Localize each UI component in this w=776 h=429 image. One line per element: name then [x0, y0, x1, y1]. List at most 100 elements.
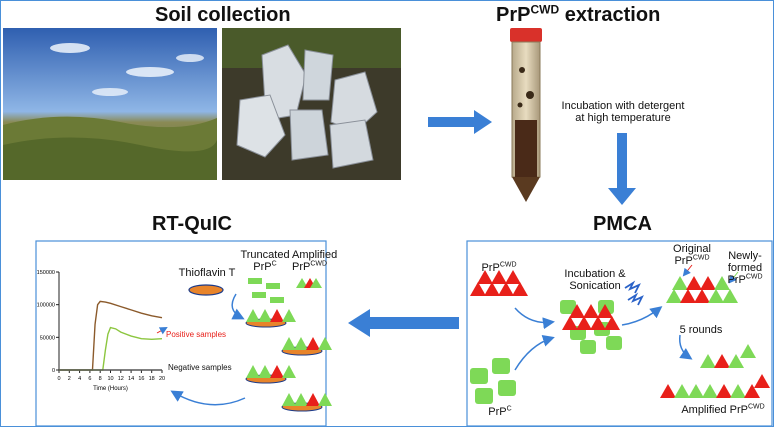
arrow-to-pmca — [608, 133, 636, 205]
series-line — [59, 326, 163, 371]
fibril-triangle — [282, 309, 296, 322]
pmca-prpcwd-label: PrPCWD — [481, 261, 517, 274]
negative-samples-label: Negative samples — [168, 363, 232, 372]
y-tick-label: 0 — [52, 368, 55, 374]
rounds-label: 5 rounds — [679, 324, 723, 336]
x-tick-label: 4 — [78, 376, 81, 382]
fibril-triangle — [246, 365, 260, 378]
prpcwd-triangle — [604, 316, 620, 330]
soil-bags-photo — [222, 28, 401, 180]
pmca-arrow-3 — [621, 306, 663, 326]
positive-pointer — [156, 327, 168, 335]
series-line — [59, 300, 163, 371]
amplified-prpcwd-rt-label: Amplified PrPCWD — [292, 249, 338, 273]
prpc-squares — [470, 358, 516, 404]
newly-triangle — [666, 289, 682, 303]
newly-formed-cluster — [666, 276, 738, 303]
newly-triangle — [714, 276, 730, 290]
amplified-triangle — [688, 384, 704, 398]
prpcwd-triangle — [470, 282, 486, 296]
amplified-triangle — [674, 384, 690, 398]
landscape-photo — [3, 28, 217, 180]
x-tick-label: 14 — [128, 376, 134, 382]
fibril-triangle — [258, 365, 272, 378]
prpcwd-triangle — [498, 282, 514, 296]
newly-formed-prpcwd-label: Newly-formed PrPCWD — [727, 250, 763, 286]
pmca-title: PMCA — [593, 213, 652, 235]
amplified-triangle — [728, 354, 744, 368]
fibril-triangle — [282, 337, 296, 350]
amplified-triangle — [702, 384, 718, 398]
rtquic-fibrils — [245, 309, 332, 412]
prpc-square — [560, 300, 576, 314]
arrow-to-extraction — [428, 110, 492, 134]
newly-triangle — [722, 289, 738, 303]
extraction-tube — [510, 28, 542, 202]
prpcwd-triangle — [597, 304, 613, 318]
x-tick-label: 2 — [68, 376, 71, 382]
pmca-panel — [466, 240, 773, 427]
amplified-triangle — [714, 354, 730, 368]
fibril-triangle — [282, 393, 296, 406]
fibril-triangle — [306, 337, 320, 350]
fibril-triangle — [270, 309, 284, 322]
pmca-arrow-4 — [678, 334, 693, 360]
pmca-prpc-label: PrPC — [488, 405, 512, 418]
amplified-prpcwd-small-icon — [296, 278, 322, 288]
original-pointer — [682, 264, 693, 277]
newly-pointer — [728, 271, 739, 284]
prpcwd-triangle — [590, 316, 606, 330]
fibril-triangle — [318, 337, 332, 350]
x-tick-label: 16 — [138, 376, 144, 382]
sonication-bolt-1 — [624, 280, 641, 294]
arrow-to-rtquic — [348, 309, 459, 337]
prpcwd-triangle — [491, 270, 507, 284]
fibril-triangle — [306, 393, 320, 406]
fibril-triangle — [246, 309, 260, 322]
x-tick-label: 0 — [57, 376, 60, 382]
y-tick-label: 100000 — [37, 303, 55, 309]
prpcwd-triangle — [562, 316, 578, 330]
positive-samples-label: Positive samples — [166, 330, 227, 339]
truncated-prpc-label: Truncated PrPC — [240, 249, 290, 273]
thioflavin-t-icon — [188, 284, 224, 296]
amplified-triangle — [740, 344, 756, 358]
amplified-triangle — [716, 384, 732, 398]
newly-triangle — [672, 276, 688, 290]
x-tick-label: 10 — [107, 376, 113, 382]
pmca-arrow-2 — [514, 335, 555, 371]
prpcwd-triangle — [576, 316, 592, 330]
pmca-arrow-1 — [514, 307, 555, 330]
prp-extraction-title: PrPCWD extraction — [496, 2, 661, 26]
prpcwd-triangle — [583, 304, 599, 318]
incubation-label: Incubation with detergent at high temper… — [561, 100, 685, 124]
prpcwd-triangle — [569, 304, 585, 318]
amplified-triangle — [700, 354, 716, 368]
prpcwd-triangle — [505, 270, 521, 284]
soil-collection-title: Soil collection — [155, 4, 291, 26]
y-tick-label: 50000 — [40, 335, 55, 341]
prpcwd-cluster — [470, 270, 528, 296]
rtquic-title: RT-QuIC — [152, 213, 232, 235]
y-tick-label: 150000 — [37, 270, 55, 276]
x-tick-label: 6 — [88, 376, 91, 382]
x-tick-label: 20 — [159, 376, 165, 382]
fibril-triangle — [258, 309, 272, 322]
thioflavin-label: Thioflavin T — [178, 267, 236, 279]
newly-triangle — [708, 289, 724, 303]
x-tick-label: 8 — [99, 376, 102, 382]
original-prpcwd-label: Original PrPCWD — [673, 243, 711, 267]
fibril-triangle — [294, 393, 308, 406]
prpc-square — [580, 340, 596, 354]
newly-triangle — [680, 289, 696, 303]
newly-triangle — [686, 276, 702, 290]
x-tick-label: 12 — [118, 376, 124, 382]
fibril-triangle — [294, 337, 308, 350]
fibril-triangle — [270, 365, 284, 378]
fibril-triangle — [318, 393, 332, 406]
prpcwd-triangle — [477, 270, 493, 284]
rtquic-panel — [35, 240, 327, 427]
amplified-triangle — [744, 384, 760, 398]
